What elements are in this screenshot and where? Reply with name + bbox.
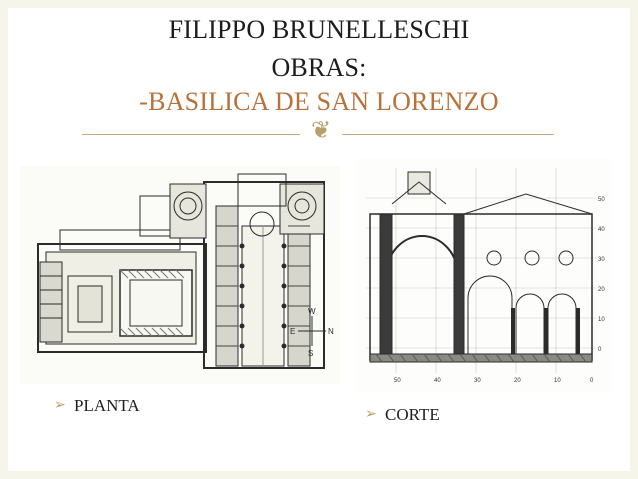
- bullet-arrow-icon: ➢: [365, 407, 377, 422]
- title-line-1: FILIPPO BRUNELLESCHI: [168, 15, 470, 44]
- scale-bottom-label: 0: [590, 378, 594, 384]
- scale-bottom-label: 20: [514, 378, 521, 384]
- divider-right: [342, 134, 554, 135]
- section-image: 50 40 30 20 10 0 50 40 30 20 10 0: [356, 158, 612, 392]
- bullet-label: CORTE: [385, 405, 440, 424]
- compass-e-label: E: [290, 327, 295, 336]
- title-line-2: OBRAS:: [271, 53, 367, 82]
- floor-plan-image: W S E N: [20, 166, 340, 384]
- scale-right-label: 10: [598, 317, 605, 323]
- scale-bottom-label: 10: [554, 378, 561, 384]
- fleuron-icon: ❦: [310, 118, 332, 144]
- scale-bottom-label: 50: [394, 378, 401, 384]
- floor-plan-drawing: W S E N: [37, 173, 334, 369]
- compass-s-label: S: [308, 349, 313, 358]
- bullet-arrow-icon: ➢: [54, 398, 66, 413]
- bullet-label: PLANTA: [74, 396, 140, 415]
- scale-right-label: 40: [598, 227, 605, 233]
- title-line-3: -BASILICA DE SAN LORENZO: [139, 87, 499, 116]
- bullet-planta: ➢ PLANTA: [54, 396, 140, 416]
- section-drawing: 50 40 30 20 10 0 50 40 30 20 10 0: [366, 168, 605, 384]
- scale-right-label: 0: [598, 347, 602, 353]
- scale-bottom-label: 30: [474, 378, 481, 384]
- divider-left: [82, 134, 300, 135]
- scale-right-label: 20: [598, 287, 605, 293]
- scale-right-label: 50: [598, 197, 605, 203]
- compass-icon: W S E N: [290, 307, 334, 358]
- compass-n-label: N: [328, 327, 334, 336]
- bullet-corte: ➢ CORTE: [365, 405, 440, 425]
- compass-w-label: W: [308, 307, 316, 316]
- scale-bottom-label: 40: [434, 378, 441, 384]
- scale-right-label: 30: [598, 257, 605, 263]
